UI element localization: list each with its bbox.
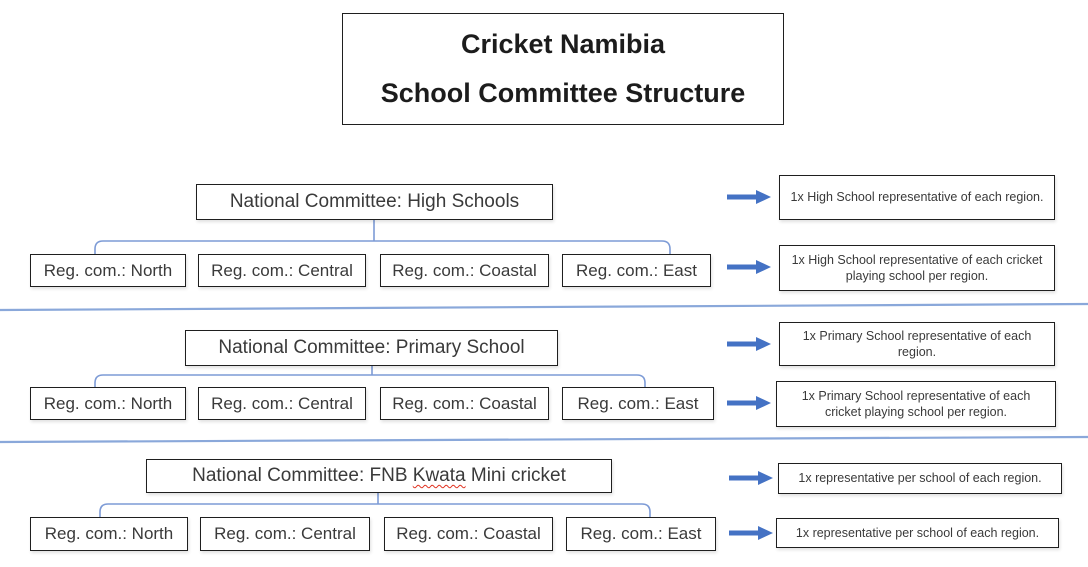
region-box-north: Reg. com.: North [30,517,188,551]
right-arrow-icon [727,337,771,351]
note-text: 1x representative per school of each reg… [795,525,1040,540]
region-label: Reg. com.: Coastal [392,393,537,413]
region-label: Reg. com.: East [576,260,697,280]
right-arrow-icon [727,190,771,204]
note-text: 1x High School representative of each cr… [791,252,1043,283]
right-arrow-icon [729,471,773,485]
region-box-east: Reg. com.: East [566,517,716,551]
note-box: 1x High School representative of each re… [779,175,1055,220]
national-committee-label: National Committee: FNB Kwata Mini crick… [192,465,566,486]
right-arrow-icon [727,260,771,274]
title-box: Cricket Namibia School Committee Structu… [342,13,784,125]
region-box-north: Reg. com.: North [30,387,186,420]
national-committee-label: National Committee: Primary School [218,337,525,358]
region-label: Reg. com.: North [43,393,173,413]
region-label: Reg. com.: Central [211,260,353,280]
region-box-north: Reg. com.: North [30,254,186,287]
page-title: Cricket Namibia [460,29,666,59]
region-label: Reg. com.: North [43,260,173,280]
note-box: 1x High School representative of each cr… [779,245,1055,291]
region-label: Reg. com.: East [580,524,702,543]
misspelled-word: Kwata [412,465,466,486]
note-box: 1x representative per school of each reg… [776,518,1059,548]
region-box-central: Reg. com.: Central [198,387,366,420]
region-box-central: Reg. com.: Central [198,254,366,287]
region-box-coastal: Reg. com.: Coastal [384,517,553,551]
note-text: 1x High School representative of each re… [790,190,1044,205]
region-box-central: Reg. com.: Central [200,517,370,551]
region-label: Reg. com.: North [44,524,174,543]
region-box-coastal: Reg. com.: Coastal [380,387,549,420]
region-label: Reg. com.: Coastal [396,524,541,543]
region-label: Reg. com.: Central [211,393,353,413]
right-arrow-icon [729,526,773,540]
region-label: Reg. com.: Central [214,524,356,543]
note-box: 1x Primary School representative of each… [776,381,1056,427]
region-box-east: Reg. com.: East [562,254,711,287]
national-committee-box-high-schools: National Committee: High Schools [196,184,553,220]
region-label: Reg. com.: East [577,393,699,413]
national-committee-box-kwata-mini-cricket: National Committee: FNB Kwata Mini crick… [146,459,612,493]
right-arrow-icon [727,396,771,410]
note-box: 1x representative per school of each reg… [778,463,1062,494]
note-text: 1x representative per school of each reg… [798,471,1042,486]
note-text: 1x Primary School representative of each… [801,388,1031,419]
region-label: Reg. com.: Coastal [392,260,537,280]
page-subtitle: School Committee Structure [380,78,746,108]
national-committee-label: National Committee: High Schools [229,191,520,212]
note-box: 1x Primary School representative of each… [779,322,1055,366]
region-box-east: Reg. com.: East [562,387,714,420]
note-text: 1x Primary School representative of each… [802,328,1032,359]
region-box-coastal: Reg. com.: Coastal [380,254,549,287]
national-committee-box-primary-school: National Committee: Primary School [185,330,558,366]
